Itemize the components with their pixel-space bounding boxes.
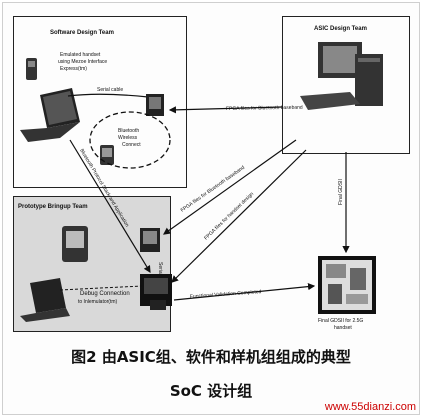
arrow-fpga-bluetooth-to-prototype	[163, 139, 297, 235]
bluetooth-label-line2: Wireless	[118, 135, 138, 141]
caption-line2: SoC 设计组	[169, 382, 253, 400]
functional-validation-label: Functional Validation Completed	[190, 289, 262, 300]
bluetooth-module-icon	[146, 94, 164, 116]
emulated-handset-icon	[26, 58, 37, 80]
serial-cable-label: Serial cable	[97, 87, 124, 93]
prototype-team-title: Prototype Bringup Team	[18, 204, 88, 210]
bluetooth-wireless-cloud	[89, 111, 171, 169]
fpga-bluetooth-label: FPGA files for Bluetooth baseband	[226, 105, 303, 112]
prototype-module-icon	[140, 228, 160, 252]
bluetooth-label-line3: Connect	[122, 142, 141, 148]
fpga-handset-label: FPGA files for handset design	[203, 191, 255, 241]
emulated-handset-line3: Express(tm)	[60, 66, 87, 72]
arrow-protocol-stack	[69, 139, 151, 274]
final-gdsii-label2: handset	[334, 325, 352, 331]
laptop-icon	[20, 88, 80, 142]
final-gdsii-label: Final GDSII for 2.5G	[318, 318, 364, 324]
pda-icon	[100, 145, 114, 165]
emulated-handset-line2: using Mezoe Interface	[58, 59, 108, 65]
watermark: www.55dianzi.com	[324, 401, 416, 413]
final-gdsii-arrow-label: Final GDSII	[338, 179, 344, 205]
debug-connection-line2: to Inlemulator(tm)	[78, 299, 118, 305]
arrow-fpga-handset-to-prototype	[171, 149, 307, 283]
prototype-pda-icon	[62, 226, 88, 262]
prototype-laptop-icon	[20, 278, 70, 322]
debug-connection-line1: Debug Connection	[80, 291, 130, 297]
debug-connection-line	[59, 285, 143, 291]
software-team-box	[13, 16, 187, 188]
asic-workstation-icon	[300, 42, 383, 110]
serial-cable-line	[67, 93, 149, 98]
asic-team-title: ASIC Design Team	[314, 26, 367, 32]
caption-line1: 图2 由ASIC组、软件和样机组组成的典型	[71, 348, 351, 366]
software-team-title: Software Design Team	[50, 30, 114, 36]
emulated-handset-line1: Emulated handset	[60, 52, 101, 58]
arrow-fpga-bluetooth-to-software	[168, 106, 283, 114]
final-chip-icon	[318, 256, 376, 314]
bluetooth-label-line1: Bluetooth	[118, 128, 140, 134]
arrow-functional-validation	[173, 283, 316, 301]
prototype-board-icon	[140, 274, 172, 310]
